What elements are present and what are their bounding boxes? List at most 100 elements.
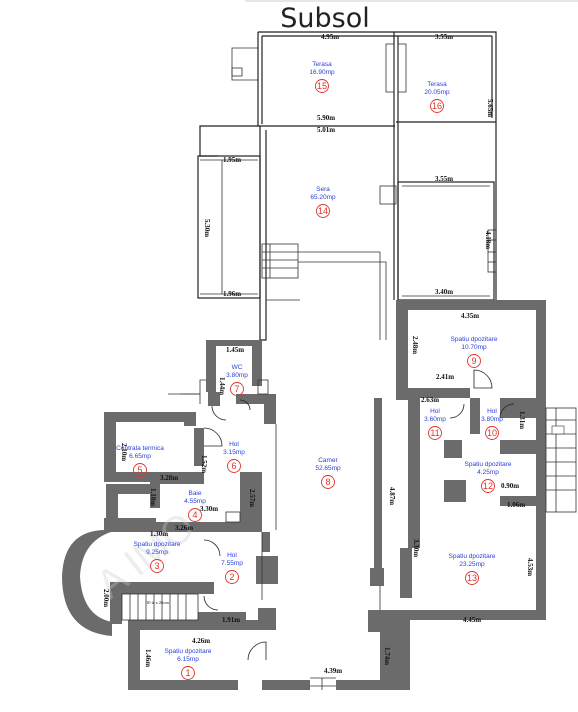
room-number: 10 [487, 428, 497, 438]
room-number-circle [428, 426, 442, 440]
dimension-label: 1.74m [383, 647, 391, 665]
dimension-label: 3.26m [175, 524, 193, 532]
dimension-label: 2.10m [120, 443, 128, 461]
room-number-circle [467, 354, 481, 368]
dimension-label: 1.95m [223, 156, 241, 164]
room-label-7: WC3.80mp 7 [226, 364, 248, 396]
room-number-circle [321, 475, 335, 489]
dimension-label: 2.00m [102, 589, 110, 607]
room-number: 9 [471, 356, 476, 366]
room-area: 6.65mp [129, 453, 151, 460]
room-area: 65.20mp [310, 194, 336, 201]
room-name: Spatiu dpozitare [451, 336, 498, 343]
dimension-label: 1.46m [144, 649, 152, 667]
dimension-label: 1.31m [518, 411, 526, 429]
room-area: 7.55mp [221, 560, 243, 567]
room-number-circle [465, 571, 479, 585]
room-name: Spatiu dpozitare [449, 553, 496, 560]
room-number-circle [316, 204, 330, 218]
room-area: 20.05mp [424, 89, 450, 96]
dimension-label: 1.44m [218, 377, 226, 395]
upper-thin-structure [168, 31, 497, 395]
room-number: 1 [185, 668, 190, 678]
dimension-label: 5.30m [203, 219, 211, 237]
dimension-label: 4.26m [192, 637, 210, 645]
room-name: Hol [487, 408, 497, 415]
dimension-label: 3.30m [200, 505, 218, 513]
dimension-label: 4.35m [461, 312, 479, 320]
room-number: 13 [467, 573, 477, 583]
room-area: 6.15mp [177, 656, 199, 663]
room-number: 11 [430, 428, 439, 438]
room-number: 5 [137, 465, 142, 475]
dimension-label: 1.18m [149, 488, 157, 506]
dimension-label: 1.52m [200, 455, 208, 473]
plan-title: Subsol [280, 3, 369, 34]
dimension-label: 4.39m [324, 667, 342, 675]
room-number-circle [430, 99, 444, 113]
room-name: Camer [318, 457, 338, 464]
dimension-label: 3.55m [435, 175, 453, 183]
dimension-label: 3.30m [412, 539, 420, 557]
room-number-circle [133, 463, 147, 477]
room-number-circle [181, 666, 195, 680]
room-name: Spatiu dpozitare [165, 648, 212, 655]
room-number-circle [315, 79, 329, 93]
room-number-circle [188, 508, 202, 522]
room-name: Baie [188, 490, 201, 497]
room-name: Hol [229, 441, 239, 448]
room-number: 7 [234, 384, 239, 394]
dimension-label: 2.41m [436, 373, 454, 381]
room-name: Hol [227, 552, 237, 559]
sera-steps [261, 243, 299, 279]
room-area: 3.80mp [226, 372, 248, 379]
room-name: Terasa [427, 81, 447, 88]
dimension-label: 5.01m [317, 126, 335, 134]
room-number: 14 [318, 206, 328, 216]
dimension-label: 5.90m [317, 114, 335, 122]
dimension-label: 3.55m [435, 33, 453, 41]
room-area: 23.25mp [459, 561, 485, 568]
room-number-circle [481, 479, 495, 493]
room-area: 16.90mp [309, 69, 335, 76]
dimension-label: 1.96m [223, 290, 241, 298]
room-area: 4.55mp [184, 498, 206, 505]
room-number: 8 [325, 477, 330, 487]
room-name: Spatiu dpozitare [134, 541, 181, 548]
room-area: 3.15mp [223, 449, 245, 456]
dimension-label: 4.53m [526, 558, 534, 576]
dimension-label: 1.06m [507, 501, 525, 509]
room-name: Hol [430, 408, 440, 415]
room-number-circle [227, 459, 241, 473]
room-area: 52.65mp [315, 465, 341, 472]
dimension-label: 4.87m [388, 487, 396, 505]
room-number: 12 [483, 481, 493, 491]
interior-lines [121, 379, 577, 690]
dimension-label: 0.90m [501, 482, 519, 490]
room-number: 16 [432, 101, 442, 111]
dimension-label: 1.91m [222, 616, 240, 624]
room-number-circle [150, 559, 164, 573]
room-area: 3.80mp [481, 416, 503, 423]
room-area: 10.70mp [461, 344, 487, 351]
dimension-label: 4.95m [321, 33, 339, 41]
dimension-label: 2.48m [411, 336, 419, 354]
room-name: Terasa [312, 61, 332, 68]
room-name: WC [232, 364, 243, 371]
